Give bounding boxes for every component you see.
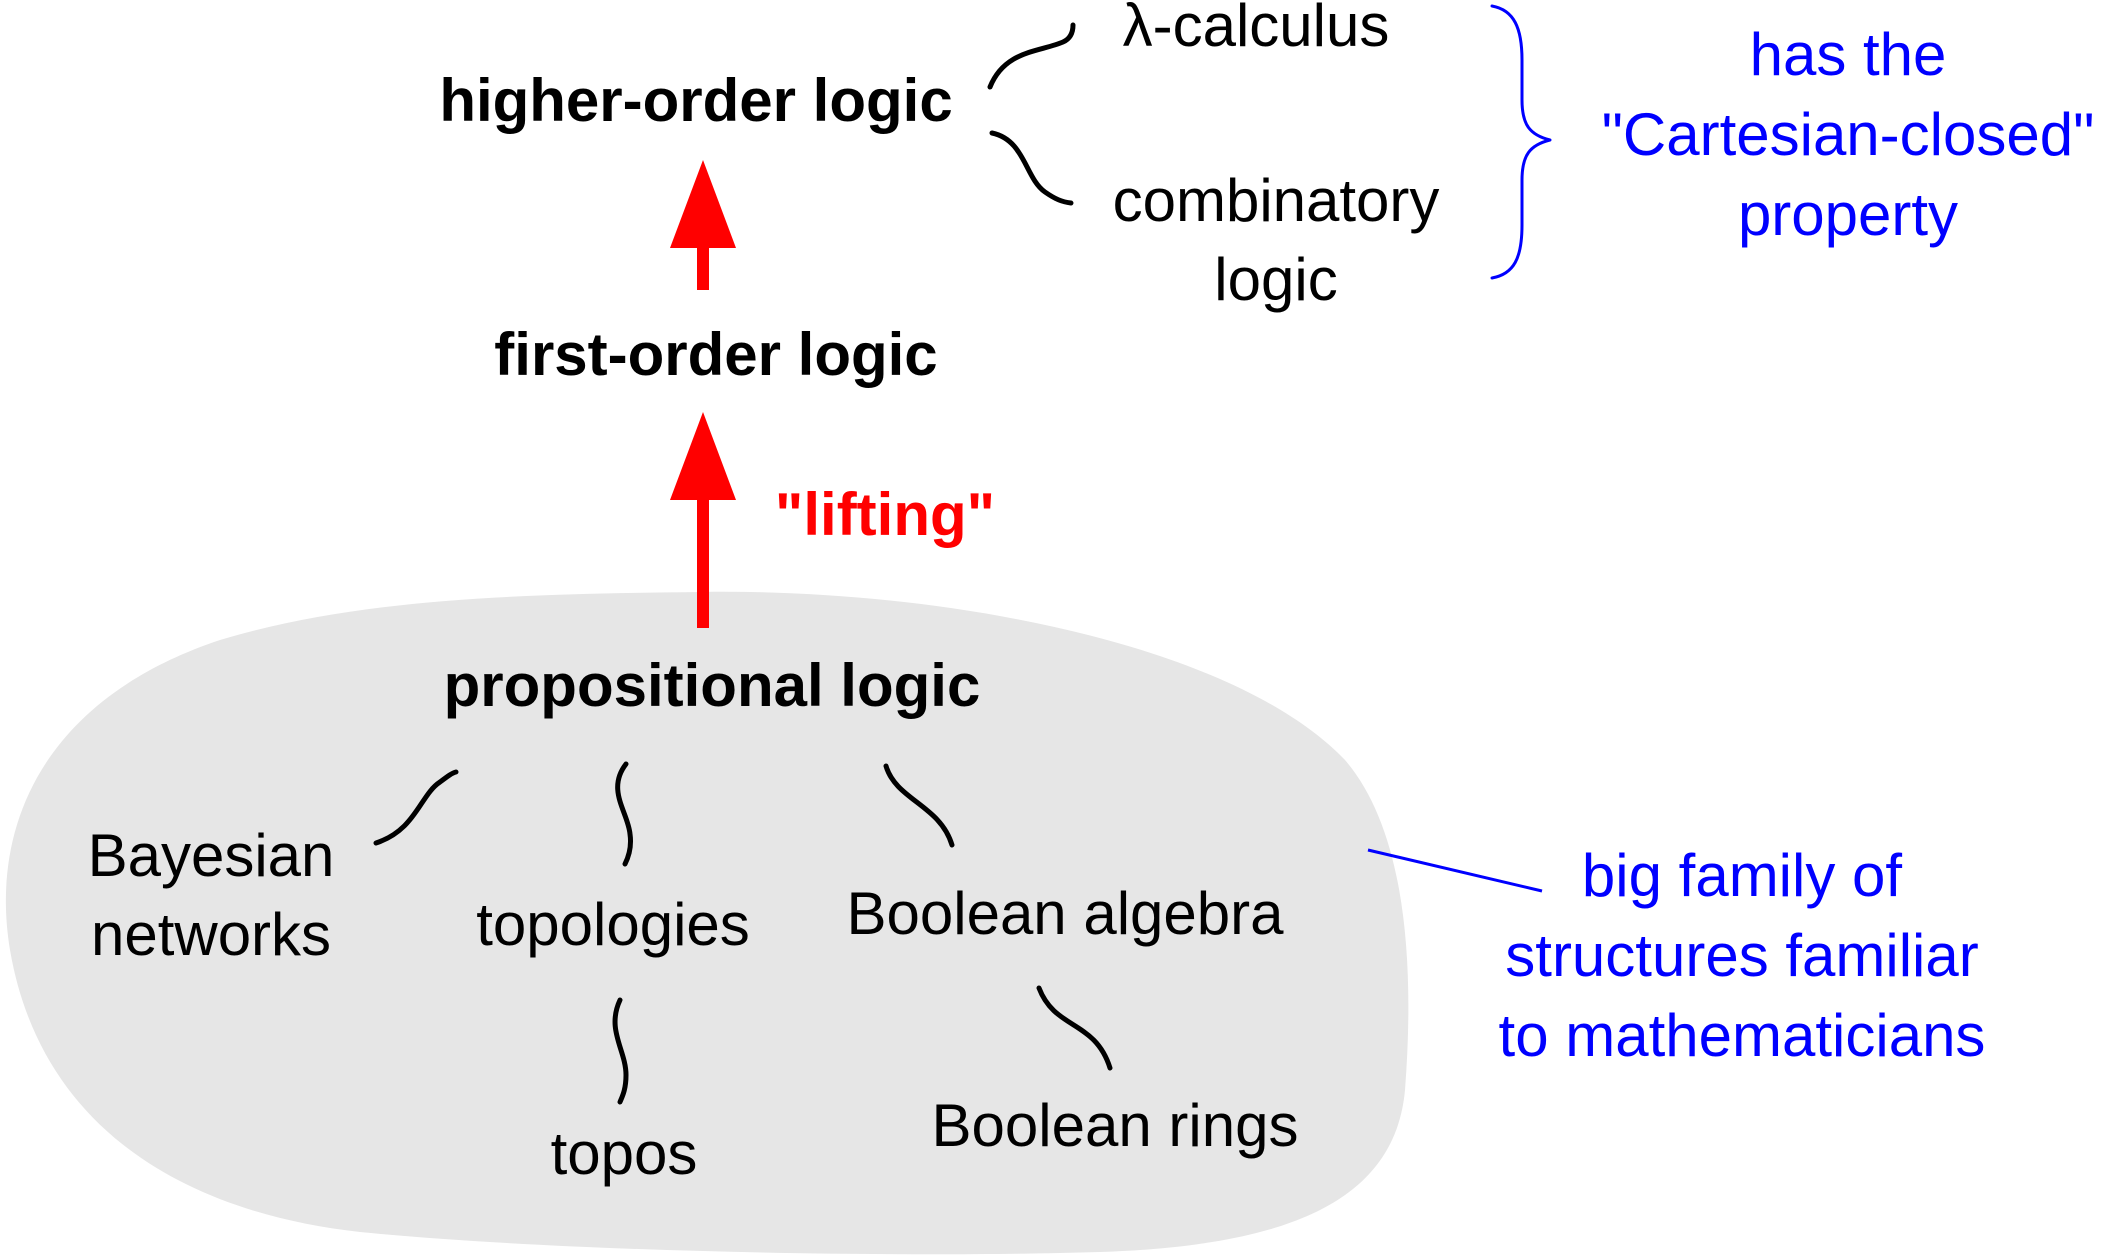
topologies-label: topologies [476,891,750,958]
connector-prop-topologies [615,761,633,867]
bayesian-networks-label-line2: networks [91,901,331,968]
connector-hol-lambda [987,22,1076,90]
combinatory-logic-label-line2: logic [1214,246,1337,313]
family-label-line3: to mathematicians [1499,1002,1986,1069]
family-label-line1: big family of [1582,842,1902,909]
arrow-propositional-to-first-order [670,412,736,628]
family-pointer-line [1367,848,1543,893]
connector-topologies-topos [612,997,629,1105]
higher-order-logic-label: higher-order logic [439,67,952,134]
bayesian-networks-label-line1: Bayesian [88,822,335,889]
structures-region [5,591,1409,1255]
cartesian-closed-label-line2: "Cartesian-closed" [1602,101,2095,168]
family-label-line2: structures familiar [1505,922,1978,989]
topos-label: topos [551,1120,698,1187]
combinatory-logic-label-line1: combinatory [1113,167,1440,234]
arrow-first-order-to-higher-order [670,160,736,290]
boolean-rings-label: Boolean rings [932,1092,1299,1159]
connector-boolean-algebra-rings [1036,985,1113,1071]
boolean-algebra-label: Boolean algebra [846,880,1284,947]
cartesian-closed-brace [1490,4,1552,280]
first-order-logic-label: first-order logic [494,321,937,388]
propositional-logic-label: propositional logic [444,652,981,719]
cartesian-closed-label-line1: has the [1750,21,1947,88]
connector-hol-combinatory [989,130,1074,206]
connector-prop-boolean-algebra [883,763,955,848]
lambda-calculus-label: λ-calculus [1123,0,1390,59]
cartesian-closed-label-line3: property [1738,181,1958,248]
connector-prop-bayesian [373,769,459,846]
lifting-label: "lifting" [775,481,995,548]
